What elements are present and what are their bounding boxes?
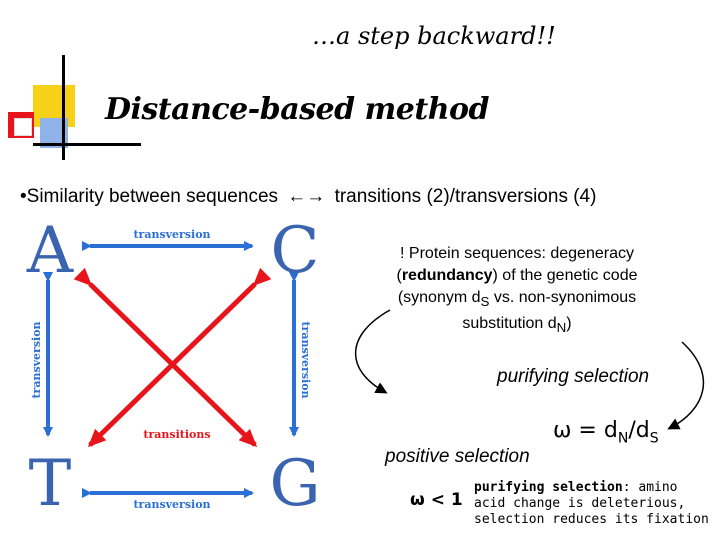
- base-a: A: [26, 214, 74, 288]
- omega-symbol: ω: [553, 418, 571, 443]
- substitution-diagram: transversion transversion transversion t…: [20, 210, 330, 510]
- right-edge-label: transversion: [299, 321, 312, 398]
- curved-arrow-left-icon: [356, 310, 390, 392]
- omega-equation: ω = dN/dS: [553, 418, 659, 446]
- omega-less-than-one: ω < 1: [410, 490, 463, 510]
- left-edge-label: transversion: [30, 321, 43, 398]
- base-t: T: [29, 447, 72, 510]
- bullet-right-text: transitions (2)/transversions (4): [335, 186, 597, 207]
- curved-arrow-right-icon: [670, 342, 703, 428]
- base-c: C: [271, 214, 320, 288]
- note-line-2: (redundancy) of the genetic code: [372, 265, 662, 287]
- bullet-point: •Similarity between sequences ←→ transit…: [20, 186, 596, 208]
- note-line-1: ! Protein sequences: degeneracy: [372, 243, 662, 265]
- explanation-bold: purifying selection: [474, 480, 623, 495]
- bullet-left-text: Similarity between sequences: [27, 186, 278, 207]
- horizontal-rule: [33, 143, 141, 146]
- omega-slash: /d: [628, 418, 649, 443]
- white-square: [14, 118, 32, 136]
- slide-heading: …a step backward!!: [312, 22, 556, 50]
- transitions-label: transitions: [143, 428, 210, 441]
- purifying-selection-label: purifying selection: [497, 366, 649, 388]
- selection-arrows: [340, 300, 720, 500]
- omega-sub-n: N: [618, 430, 628, 446]
- base-g: G: [269, 447, 320, 510]
- double-arrow-icon: ←→: [287, 186, 325, 207]
- note-line-2-rest: ) of the genetic code: [493, 267, 638, 284]
- bullet-marker: •: [20, 186, 27, 207]
- omega-eq-text: = d: [571, 418, 617, 443]
- purifying-explanation: purifying selection: amino acid change i…: [474, 480, 714, 528]
- omega-sub-s: S: [650, 430, 659, 446]
- note-bold-word: redundancy: [402, 267, 493, 284]
- section-title: Distance-based method: [105, 92, 489, 127]
- positive-selection-label: positive selection: [385, 446, 530, 468]
- top-edge-label: transversion: [133, 228, 210, 241]
- bottom-edge-label: transversion: [133, 498, 210, 510]
